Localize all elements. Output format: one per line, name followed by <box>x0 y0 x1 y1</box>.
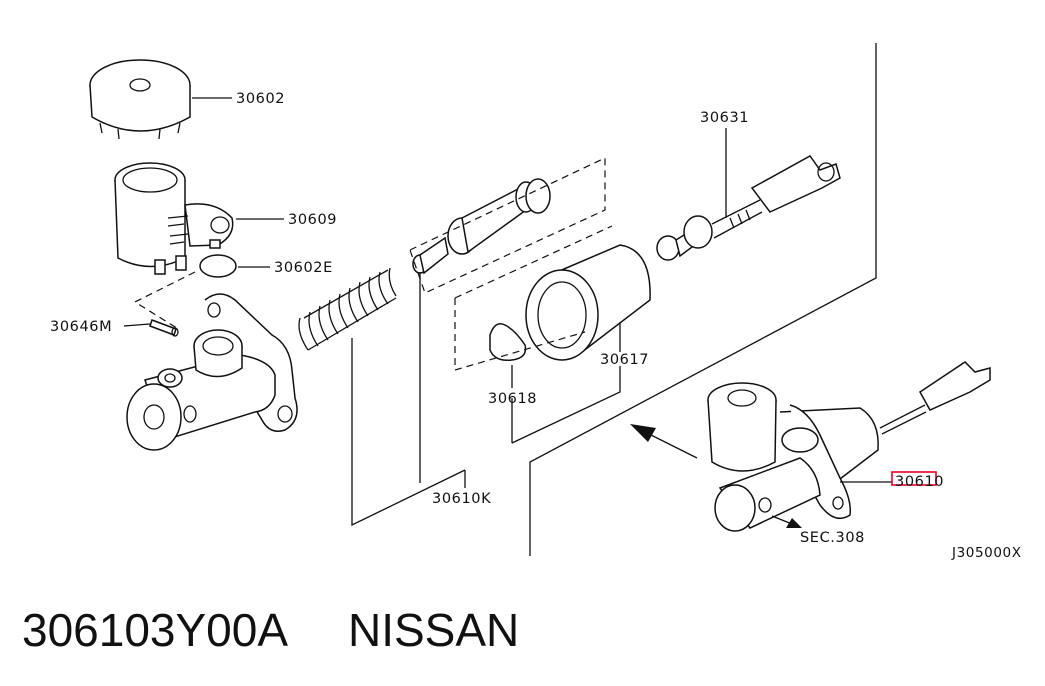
label-spring-group: 30610K <box>432 491 491 507</box>
label-reservoir-tank: 30609 <box>288 212 337 228</box>
assembled-cylinder-drawing <box>707 361 991 532</box>
diagram-code: J305000X <box>951 545 1022 561</box>
section-arrow <box>771 515 802 528</box>
label-push-rod: 30631 <box>700 110 749 126</box>
label-seal-ring: 30602E <box>274 260 333 276</box>
label-reservoir-cap: 30602 <box>236 91 285 107</box>
label-pin: 30646M <box>50 319 112 335</box>
part-number: 306103Y00A <box>22 604 288 656</box>
brand-name: NISSAN <box>348 604 519 656</box>
label-section-reference: SEC.308 <box>800 530 865 546</box>
piston-drawing <box>412 178 551 275</box>
highlight-box <box>891 471 937 486</box>
seal-ring-drawing <box>199 254 237 278</box>
cylinder-body-drawing <box>126 293 298 451</box>
direction-arrow <box>630 424 698 459</box>
reservoir-tank-drawing <box>114 162 234 275</box>
label-boot: 30617 <box>600 352 649 368</box>
pin-drawing <box>149 319 179 337</box>
push-rod-drawing <box>656 155 841 261</box>
stopper-ring-drawing <box>489 323 527 362</box>
boot-drawing <box>525 244 651 361</box>
spring-drawing <box>298 267 397 351</box>
reservoir-cap-drawing <box>89 59 191 140</box>
label-master-cylinder: 30610 <box>895 474 944 490</box>
